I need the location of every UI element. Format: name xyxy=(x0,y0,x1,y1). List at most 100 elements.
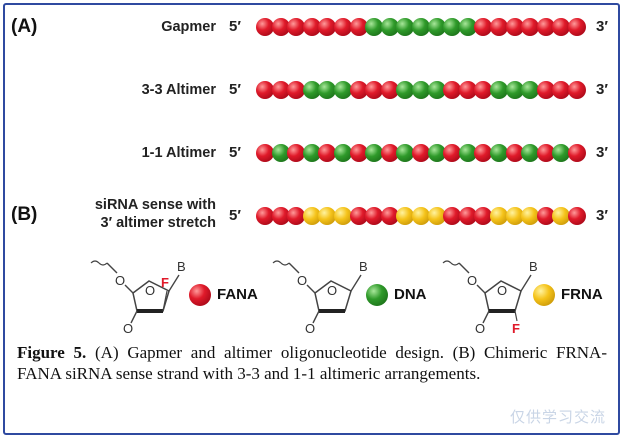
base-label: B xyxy=(177,259,186,274)
fluorine-label: F xyxy=(161,275,169,290)
frna-nucleotide-bead xyxy=(318,207,337,225)
dna-nucleotide-bead xyxy=(365,144,384,162)
legend-dna-swatch xyxy=(366,284,388,306)
fana-nucleotide-bead xyxy=(474,207,493,225)
dna-sugar-structure: O O B O xyxy=(272,259,368,335)
caption-lead: Figure 5. xyxy=(17,343,87,362)
fana-nucleotide-bead xyxy=(287,18,306,36)
fana-nucleotide-bead xyxy=(412,144,430,162)
dna-nucleotide-bead xyxy=(396,144,415,162)
fana-nucleotide-bead xyxy=(552,18,571,36)
fana-nucleotide-bead xyxy=(458,207,477,225)
fana-nucleotide-bead xyxy=(318,18,337,36)
fana-nucleotide-bead xyxy=(443,144,462,162)
oxygen-label: O xyxy=(123,321,133,335)
dna-nucleotide-bead xyxy=(396,18,415,36)
three-prime-end: 3′ xyxy=(596,18,608,35)
strand-label-line: siRNA sense with xyxy=(94,197,216,213)
dna-nucleotide-bead xyxy=(396,81,415,99)
fana-nucleotide-bead xyxy=(568,18,586,36)
fana-nucleotide-bead xyxy=(505,144,524,162)
fana-nucleotide-bead xyxy=(287,81,306,99)
fana-nucleotide-bead xyxy=(474,144,493,162)
frna-nucleotide-bead xyxy=(521,207,540,225)
strand-label: 1-1 Altimer xyxy=(142,144,216,162)
panel-label-b: (B) xyxy=(11,204,38,225)
fana-nucleotide-bead xyxy=(505,18,524,36)
caption-text: (A) Gapmer and altimer oligonucleotide d… xyxy=(17,343,607,383)
fana-nucleotide-bead xyxy=(568,144,586,162)
fana-nucleotide-bead xyxy=(552,81,571,99)
dna-nucleotide-bead xyxy=(380,18,399,36)
fana-nucleotide-bead xyxy=(349,81,368,99)
dna-nucleotide-bead xyxy=(505,81,524,99)
fana-nucleotide-bead xyxy=(271,81,290,99)
fana-nucleotide-bead xyxy=(256,18,274,36)
fana-nucleotide-bead xyxy=(536,144,555,162)
fana-nucleotide-bead xyxy=(380,81,399,99)
fana-nucleotide-bead xyxy=(349,144,368,162)
dna-nucleotide-bead xyxy=(302,81,321,99)
watermark: 仅供学习交流 xyxy=(509,408,606,426)
legend-fana-label: FANA xyxy=(217,286,258,303)
legend-dna-label: DNA xyxy=(394,286,427,303)
strand-beads xyxy=(256,143,586,163)
frna-nucleotide-bead xyxy=(490,207,508,225)
strand-label: Gapmer xyxy=(161,18,216,36)
frna-nucleotide-bead xyxy=(412,207,430,225)
three-prime-end: 3′ xyxy=(596,207,608,224)
dna-nucleotide-bead xyxy=(458,18,477,36)
fana-nucleotide-bead xyxy=(302,18,321,36)
dna-nucleotide-bead xyxy=(552,144,571,162)
figure-frame: (A) (B) Gapmer 5′ 3′ 3-3 Altimer 5′ 3′ 1… xyxy=(3,3,620,435)
strand-label-line: 3′ altimer stretch xyxy=(100,215,217,231)
fana-nucleotide-bead xyxy=(536,207,555,225)
strand-label-line: Gapmer xyxy=(161,19,216,35)
ring-oxygen-label: O xyxy=(497,283,507,298)
five-prime-end: 5′ xyxy=(229,81,241,98)
five-prime-end: 5′ xyxy=(229,144,241,161)
dna-nucleotide-bead xyxy=(271,144,290,162)
dna-nucleotide-bead xyxy=(334,81,352,99)
dna-nucleotide-bead xyxy=(490,144,508,162)
strand-beads xyxy=(256,80,586,100)
dna-nucleotide-bead xyxy=(427,18,446,36)
dna-nucleotide-bead xyxy=(412,81,430,99)
fana-nucleotide-bead xyxy=(490,18,508,36)
oxygen-label: O xyxy=(467,273,477,288)
fana-nucleotide-bead xyxy=(568,81,586,99)
fana-nucleotide-bead xyxy=(256,207,274,225)
fana-nucleotide-bead xyxy=(349,18,368,36)
fana-nucleotide-bead xyxy=(443,207,462,225)
fana-nucleotide-bead xyxy=(365,81,384,99)
fana-nucleotide-bead xyxy=(521,18,540,36)
fana-nucleotide-bead xyxy=(443,81,462,99)
fana-nucleotide-bead xyxy=(458,81,477,99)
panel-label-a: (A) xyxy=(11,16,38,37)
strand-label: siRNA sense with 3′ altimer stretch xyxy=(95,196,216,232)
dna-nucleotide-bead xyxy=(521,144,540,162)
ring-oxygen-label: O xyxy=(145,283,155,298)
dna-nucleotide-bead xyxy=(318,81,337,99)
dna-nucleotide-bead xyxy=(443,18,462,36)
dna-nucleotide-bead xyxy=(412,18,430,36)
legend-frna-label: FRNA xyxy=(561,286,603,303)
dna-nucleotide-bead xyxy=(490,81,508,99)
fana-nucleotide-bead xyxy=(536,18,555,36)
dna-nucleotide-bead xyxy=(521,81,540,99)
strand-beads xyxy=(256,206,586,226)
fana-nucleotide-bead xyxy=(256,144,274,162)
fana-nucleotide-bead xyxy=(365,207,384,225)
oxygen-label: O xyxy=(475,321,485,335)
frna-nucleotide-bead xyxy=(427,207,446,225)
strand-beads xyxy=(256,17,586,37)
fana-nucleotide-bead xyxy=(271,207,290,225)
frna-nucleotide-bead xyxy=(302,207,321,225)
frna-nucleotide-bead xyxy=(505,207,524,225)
three-prime-end: 3′ xyxy=(596,81,608,98)
oxygen-label: O xyxy=(115,273,125,288)
figure-caption: Figure 5. (A) Gapmer and altimer oligonu… xyxy=(17,342,607,384)
frna-nucleotide-bead xyxy=(396,207,415,225)
dna-nucleotide-bead xyxy=(302,144,321,162)
fana-nucleotide-bead xyxy=(256,81,274,99)
